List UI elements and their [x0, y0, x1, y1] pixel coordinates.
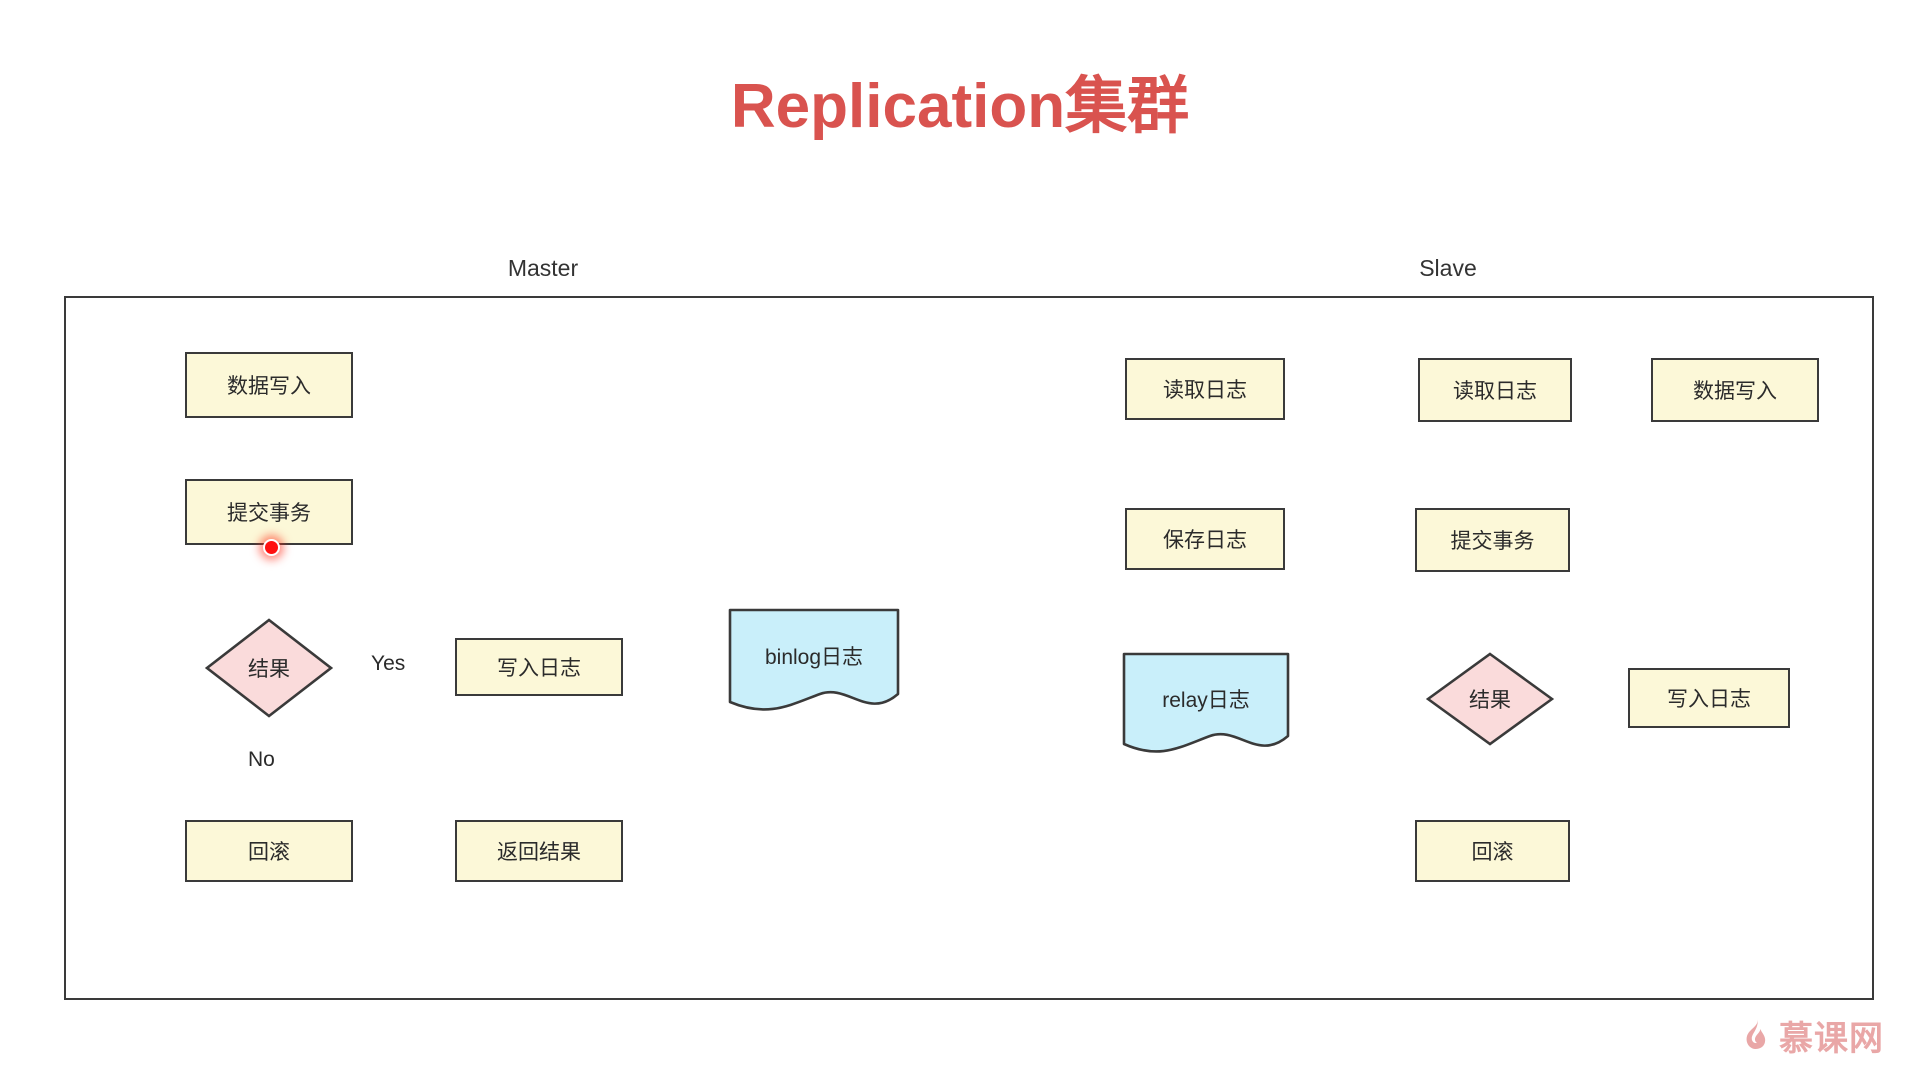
- swimlane-frame: [64, 240, 1874, 1000]
- diamond-shape: [1426, 652, 1554, 746]
- node-master-rollback[interactable]: 回滚: [185, 820, 353, 882]
- node-master-return[interactable]: 返回结果: [455, 820, 623, 882]
- watermark: 慕课网: [1741, 1011, 1884, 1060]
- node-master-result[interactable]: 结果: [205, 618, 333, 718]
- lane-header-master: Master: [64, 240, 1022, 298]
- page-title: Replication集群: [730, 72, 1190, 141]
- node-slave-rollback[interactable]: 回滚: [1415, 820, 1570, 882]
- node-label: relay日志: [1162, 689, 1250, 712]
- node-slave-write-log[interactable]: 写入日志: [1628, 668, 1790, 728]
- node-master-write-data[interactable]: 数据写入: [185, 352, 353, 418]
- marker-dot: [263, 539, 280, 556]
- node-master-binlog[interactable]: binlog日志: [728, 608, 900, 720]
- watermark-text: 慕课网: [1779, 1020, 1884, 1058]
- node-label: binlog日志: [764, 646, 864, 669]
- node-label: 提交事务: [227, 502, 311, 525]
- document-shape: [1122, 652, 1290, 753]
- node-slave-relay[interactable]: relay日志: [1122, 652, 1290, 762]
- node-label: 写入日志: [1667, 688, 1751, 711]
- node-label: 读取日志: [1453, 380, 1537, 403]
- node-label: 回滚: [1471, 841, 1514, 864]
- node-slave-read-log-2[interactable]: 读取日志: [1418, 358, 1572, 422]
- node-label: 写入日志: [497, 657, 581, 680]
- node-label: 读取日志: [1163, 379, 1247, 402]
- node-slave-write-data[interactable]: 数据写入: [1651, 358, 1819, 422]
- lane-header-master-label: Master: [507, 254, 579, 281]
- edge-label-no: No: [245, 748, 278, 772]
- lane-header-slave-label: Slave: [1419, 254, 1477, 281]
- node-label: 结果: [248, 658, 290, 681]
- node-slave-result[interactable]: 结果: [1426, 652, 1554, 746]
- node-slave-commit[interactable]: 提交事务: [1415, 508, 1570, 572]
- node-label: 数据写入: [227, 375, 311, 398]
- flame-icon: [1746, 1018, 1766, 1049]
- node-label: 提交事务: [1450, 530, 1535, 553]
- node-label: 结果: [1469, 689, 1511, 712]
- node-label: 保存日志: [1163, 529, 1247, 552]
- node-master-commit[interactable]: 提交事务: [185, 479, 353, 545]
- lane-header-slave: Slave: [1022, 240, 1874, 298]
- node-slave-read-log-1[interactable]: 读取日志: [1125, 358, 1285, 420]
- node-label: 数据写入: [1693, 380, 1777, 403]
- diamond-shape: [205, 618, 333, 718]
- node-master-write-log[interactable]: 写入日志: [455, 638, 623, 696]
- document-shape: [728, 608, 900, 711]
- node-label: 返回结果: [497, 841, 581, 864]
- edge-label-yes: Yes: [368, 652, 409, 676]
- node-slave-save-log[interactable]: 保存日志: [1125, 508, 1285, 570]
- node-label: 回滚: [248, 841, 290, 864]
